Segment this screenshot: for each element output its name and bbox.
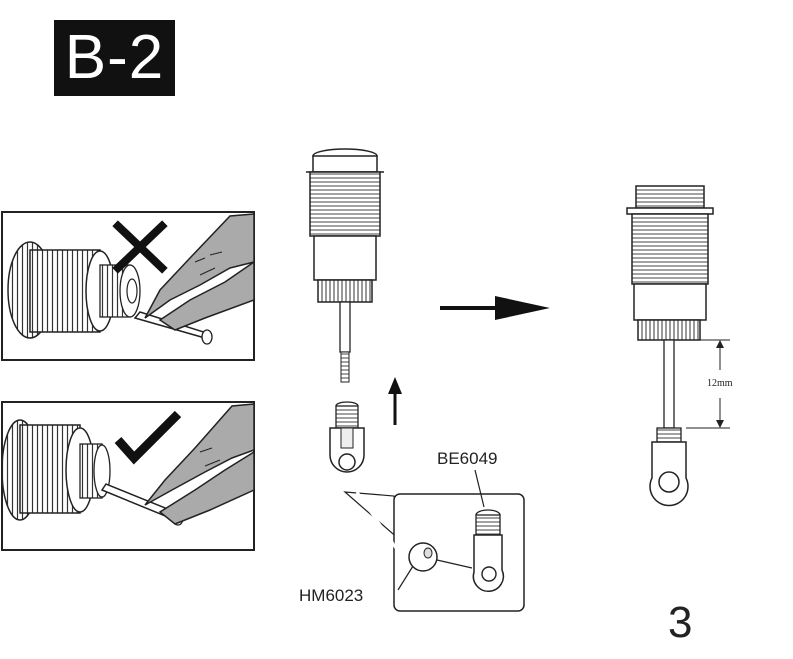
ball-end-part-number: BE6049 <box>437 449 498 468</box>
page-number: 3 <box>668 598 693 647</box>
shock-body-illustration <box>7 241 141 339</box>
ball-part <box>408 542 438 572</box>
exploded-shock-assembly <box>306 148 402 473</box>
cross-mark-icon <box>112 220 168 274</box>
parts-detail-callout <box>343 469 525 612</box>
dimension-marker <box>686 339 730 429</box>
pliers-illustration <box>144 403 255 525</box>
arrow-right-icon <box>440 296 550 320</box>
incorrect-method-panel <box>1 211 255 361</box>
correct-method-panel <box>1 401 255 551</box>
assembled-shock <box>626 185 714 507</box>
pliers-illustration <box>144 213 255 331</box>
check-mark-icon <box>114 410 182 465</box>
shock-body-illustration <box>1 419 111 521</box>
ball-end-part <box>472 509 505 592</box>
step-label: B-2 <box>54 20 175 96</box>
dimension-label: 12mm <box>707 378 733 389</box>
ball-end-part <box>329 401 365 473</box>
ball-part-number: HM6023 <box>299 586 364 605</box>
arrow-up-icon <box>388 377 402 425</box>
